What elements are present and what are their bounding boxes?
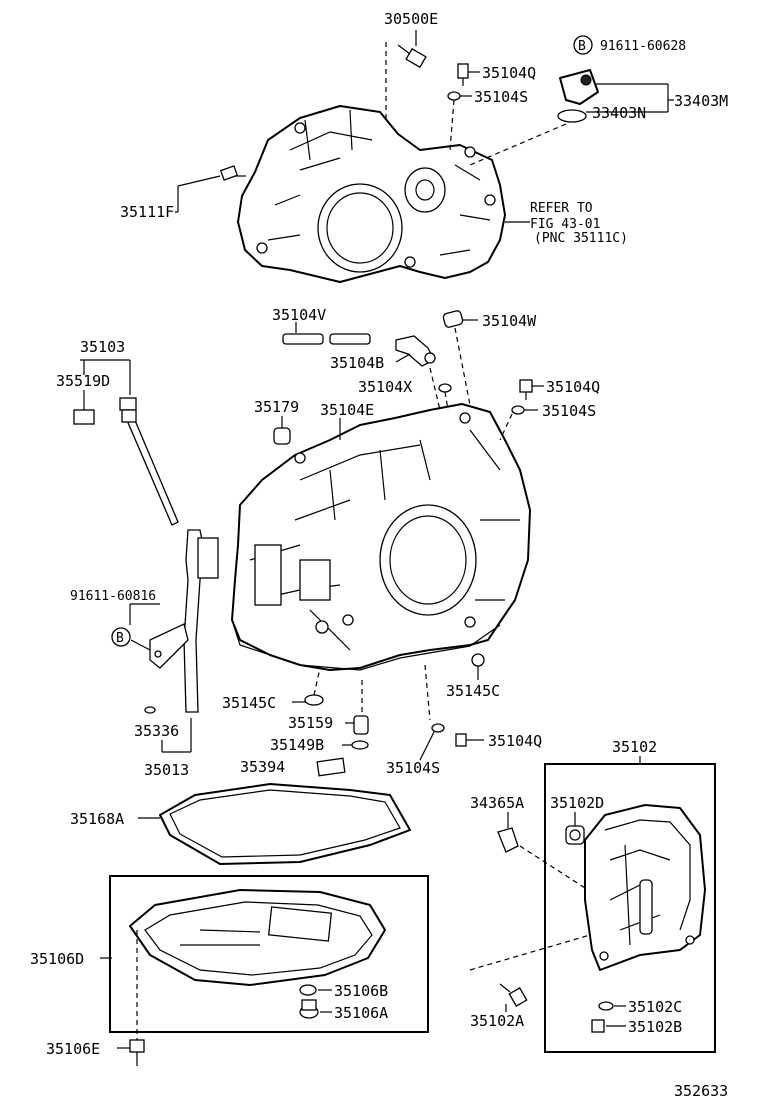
label-35168a: 35168A [70,810,124,828]
label-35102: 35102 [612,738,657,756]
drain-plug-35106a [299,999,319,1019]
oring-35104s-top [447,91,461,101]
oring-35336 [144,706,156,714]
bolt-35104q-low [455,733,476,747]
dipstick-35103 [119,397,179,526]
speed-sensor-33403m [557,69,599,123]
bolt-35102a [499,983,528,1007]
label-35145c-right: 35145C [446,682,500,700]
part-labels: 30500E B 91611-60628 35104Q 35104S 33403… [30,10,728,1100]
label-35103: 35103 [80,338,125,356]
label-35104s-top: 35104S [474,88,528,106]
filler-tube-35013 [149,529,219,713]
transaxle-case-35104e [231,403,531,671]
marker-b-lower [111,627,131,647]
label-35102a: 35102A [470,1012,524,1030]
gasket-35145c-right [471,653,485,667]
label-35106d: 35106D [30,950,84,968]
label-35106e: 35106E [46,1040,100,1058]
label-35336: 35336 [134,722,179,740]
label-35179: 35179 [254,398,299,416]
refer-line-3: (PNC 35111C) [534,231,628,246]
oil-pan-kit-box [109,875,429,1033]
rods-35104v [282,333,371,345]
label-35104w: 35104W [482,312,537,330]
refer-line-1: REFER TO [530,201,593,216]
figure-number: 352633 [674,1082,728,1100]
label-35145c-left: 35145C [222,694,276,712]
label-35102b: 35102B [628,1018,682,1036]
label-91611-60816: 91611-60816 [70,589,156,604]
label-35106a: 35106A [334,1004,388,1022]
label-35104e: 35104E [320,401,374,419]
fitting-35104b [395,335,436,367]
label-35104s-mid: 35104S [542,402,596,420]
label-35104q-mid: 35104Q [546,378,600,396]
label-35102d: 35102D [550,794,604,812]
label-30500e: 30500E [384,10,438,28]
plug-35102b [591,1019,605,1033]
refer-line-2: FIG 43-01 [530,217,600,232]
bolt-35104q-top [457,63,469,86]
torque-converter-housing [237,105,506,283]
oring-35102c [598,1001,614,1011]
label-35013: 35013 [144,761,189,779]
label-35104b: 35104B [330,354,384,372]
label-35104s-low: 35104S [386,759,440,777]
label-35519d: 35519D [56,372,110,390]
clip-34365a [497,827,519,853]
label-34365a: 34365A [470,794,524,812]
label-35394: 35394 [240,758,285,776]
label-35104v: 35104V [272,306,326,324]
label-35102c: 35102C [628,998,682,1016]
gasket-35106b [299,984,317,996]
bolt-35111f [219,165,246,181]
oring-35104s-mid [511,405,525,415]
label-35104q-low: 35104Q [488,732,542,750]
marker-b-upper-text: B [578,39,586,54]
sleeve-35159 [353,715,369,735]
bolt-30500e [397,44,427,69]
label-35104q-top: 35104Q [482,64,536,82]
oil-pan-35106d [129,889,386,986]
extension-housing-kit-box [544,763,716,1053]
label-91611-60628: 91611-60628 [600,39,686,54]
label-35159: 35159 [288,714,333,732]
pin-35104w [442,310,464,328]
label-33403n: 33403N [592,104,646,122]
oil-pan-gasket-35168a [159,783,411,865]
gasket-35145c-left [304,694,324,706]
label-35104x: 35104X [358,378,412,396]
magnet-35394 [316,757,346,777]
label-33403m: 33403M [674,92,728,110]
oring-35104s-low [431,723,445,733]
bolt-35106e [129,1039,145,1066]
washer-35149b [351,740,369,750]
label-35106b: 35106B [334,982,388,1000]
oring-35104x [438,383,452,393]
label-35149b: 35149B [270,736,324,754]
bushing-35102d [565,825,585,845]
marker-b-lower-text: B [116,631,124,646]
clip-35519d [73,409,95,425]
bolt-35104q-mid [519,379,533,400]
extension-housing-35102 [584,804,706,971]
marker-b-upper [573,35,593,55]
label-35111f: 35111F [120,203,174,221]
plug-35179 [273,427,291,445]
